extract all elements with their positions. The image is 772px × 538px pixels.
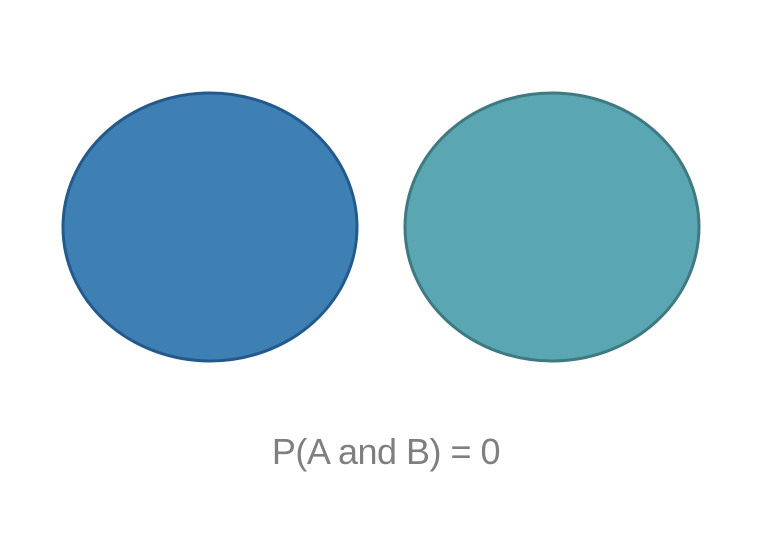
probability-caption: P(A and B) = 0 bbox=[271, 431, 501, 472]
set-a-circle bbox=[61, 91, 359, 363]
set-b-circle bbox=[403, 91, 701, 363]
